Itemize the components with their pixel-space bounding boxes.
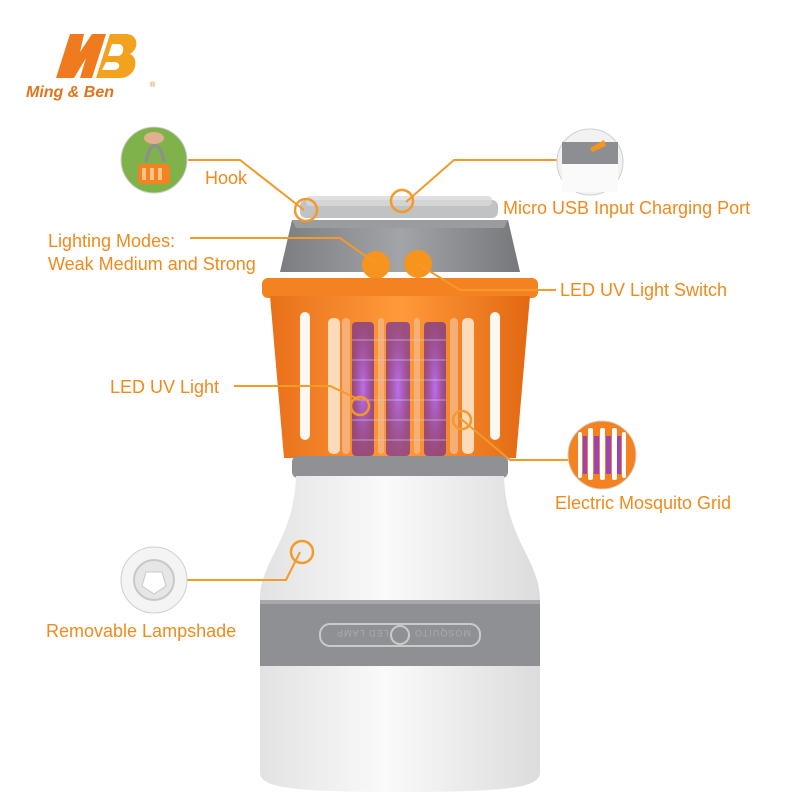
- lampshade-thumbnail: [120, 546, 188, 614]
- band-text-left: LED LAMP: [336, 628, 389, 638]
- usb-port-thumbnail: [556, 128, 624, 196]
- lighting-modes-label-line2: Weak Medium and Strong: [48, 254, 256, 274]
- lampshade-label: Removable Lampshade: [46, 621, 237, 641]
- mosquito-grid-label: Electric Mosquito Grid: [555, 493, 732, 513]
- micro-usb-label: Micro USB Input Charging Port: [503, 198, 751, 218]
- uv-switch-label: LED UV Light Switch: [560, 280, 728, 300]
- hook-thumbnail: [120, 126, 188, 194]
- brand-registered-mark: ®: [150, 82, 156, 89]
- band-text-right: MOSQUITO: [414, 628, 471, 638]
- lamp-top-cap: [280, 196, 520, 272]
- uv-light-label: LED UV Light: [110, 377, 220, 397]
- callout-lines: [186, 159, 572, 581]
- lampshade-body: [260, 476, 540, 792]
- hook-label: Hook: [205, 168, 248, 188]
- brand-name: Ming & Ben: [26, 84, 114, 101]
- lighting-mode-button: [362, 251, 390, 279]
- mosquito-grid-thumbnail: [567, 420, 637, 490]
- lighting-modes-label-line1: Lighting Modes:: [48, 231, 176, 251]
- brand-logo-icon: [56, 34, 137, 78]
- mosquito-grid-cage: [262, 278, 538, 458]
- lamp-middle-ring: [292, 456, 508, 478]
- callout-markers: [289, 188, 473, 565]
